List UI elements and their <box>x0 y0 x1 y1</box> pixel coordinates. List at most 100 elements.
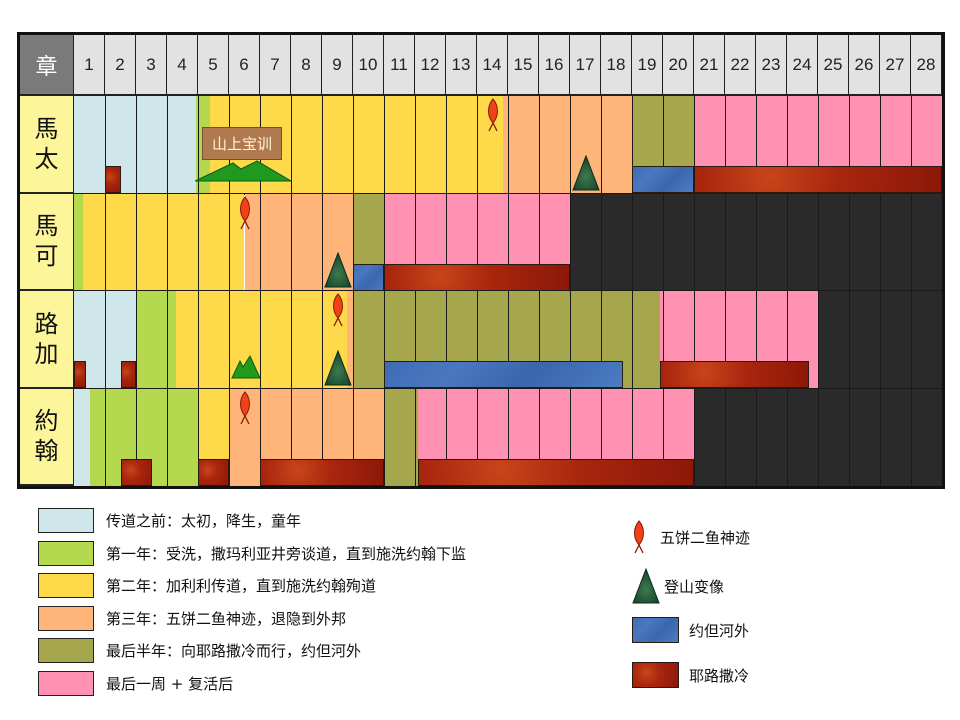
chapter-column-header: 4 <box>167 35 198 96</box>
grid-line <box>880 388 881 486</box>
grid-line <box>725 193 726 291</box>
grid-line <box>105 96 106 194</box>
grid-line <box>663 193 664 291</box>
grid-line <box>291 291 292 389</box>
chapter-column-header: 25 <box>818 35 849 96</box>
grid-line <box>570 193 571 291</box>
grid-line <box>229 193 230 291</box>
legend-label: 第三年：五饼二鱼神迹，退隐到外邦 <box>106 609 347 628</box>
jordan-bar <box>384 361 623 389</box>
grid-line <box>508 291 509 389</box>
legend-swatch <box>38 540 94 566</box>
chapter-column-header: 17 <box>570 35 601 96</box>
period-year2 <box>83 193 245 291</box>
chapter-column-header: 22 <box>725 35 756 96</box>
grid-line <box>756 193 757 291</box>
gospel-label-char: 馬 <box>34 114 59 143</box>
grid-line <box>601 291 602 389</box>
chapter-column-header: 12 <box>415 35 446 96</box>
grid-line <box>136 193 137 291</box>
grid-line <box>818 388 819 486</box>
grid-line <box>849 96 850 194</box>
grid-line <box>756 96 757 194</box>
chapter-column-header: 23 <box>756 35 787 96</box>
jordan-bar <box>632 166 694 194</box>
legend-item-year3: 第三年：五饼二鱼神迹，退隐到外邦 <box>38 605 347 631</box>
grid-line <box>694 291 695 389</box>
chapter-column-header: 26 <box>849 35 880 96</box>
chapter-column-header: 28 <box>911 35 942 96</box>
legend-item-year1: 第一年：受洗，撒玛利亚井旁谈道，直到施洗约翰下监 <box>38 540 467 566</box>
grid-line <box>508 388 509 486</box>
grid-line <box>632 96 633 194</box>
legend-item-last_half: 最后半年：向耶路撒冷而行，约但河外 <box>38 638 362 664</box>
grid-line <box>105 291 106 389</box>
chapter-header: 章 <box>20 35 74 96</box>
grid-line <box>384 388 385 486</box>
legend-label: 最后一周 + 复活后 <box>106 675 234 693</box>
grid-line <box>446 388 447 486</box>
chapter-column-header: 27 <box>880 35 911 96</box>
chapter-column-header: 1 <box>74 35 105 96</box>
grid-line <box>322 291 323 389</box>
legend-label: 最后半年：向耶路撒冷而行，约但河外 <box>106 642 362 661</box>
grid-line <box>818 96 819 194</box>
gospel-label: 馬可 <box>20 193 74 291</box>
grid-line <box>570 96 571 194</box>
grid-line <box>601 388 602 486</box>
chapter-column-header: 11 <box>384 35 415 96</box>
grid-line <box>415 388 416 486</box>
grid-line <box>229 388 230 486</box>
jerusalem-bar <box>198 458 229 486</box>
grid-line <box>849 193 850 291</box>
grid-line <box>756 388 757 486</box>
grid-line <box>198 96 199 194</box>
grid-line <box>105 388 106 486</box>
grid-line <box>818 193 819 291</box>
legend-swatch <box>38 671 94 696</box>
grid-line <box>167 96 168 194</box>
jerusalem-bar <box>105 166 121 194</box>
grid-line <box>477 96 478 194</box>
grid-line <box>384 193 385 291</box>
legend-label: 耶路撒冷 <box>689 666 750 685</box>
grid-line <box>787 96 788 194</box>
grid-line <box>167 291 168 389</box>
legend-label: 五饼二鱼神迹 <box>660 528 751 547</box>
period-year1 <box>136 291 177 389</box>
grid-line <box>167 193 168 291</box>
grid-line <box>911 388 912 486</box>
legend-item-before: 传道之前：太初，降生，童年 <box>38 508 301 533</box>
grid-line <box>601 96 602 194</box>
grid-line <box>725 291 726 389</box>
jerusalem-bar <box>120 361 136 389</box>
grid-line <box>849 388 850 486</box>
grid-line <box>539 96 540 194</box>
legend-item-jerusalem: 耶路撒冷 <box>632 662 749 688</box>
period-year1 <box>74 193 84 291</box>
grid-line <box>291 96 292 194</box>
gospel-label: 約翰 <box>20 388 74 486</box>
grid-line <box>198 291 199 389</box>
grid-line <box>725 96 726 194</box>
gospel-label-char: 路 <box>34 309 59 338</box>
grid-line <box>353 96 354 194</box>
legend-label: 登山变像 <box>664 577 725 596</box>
chapter-column-header: 8 <box>291 35 322 96</box>
jerusalem-bar <box>418 458 694 486</box>
legend-label: 第一年：受洗，撒玛利亚井旁谈道，直到施洗约翰下监 <box>106 544 467 563</box>
jordan-bar <box>353 263 384 291</box>
chapter-column-header: 3 <box>136 35 167 96</box>
mountain-triangle-icon <box>571 154 600 191</box>
fish-icon <box>331 293 345 327</box>
grid-line <box>880 291 881 389</box>
chapter-column-header: 13 <box>446 35 477 96</box>
grid-line <box>880 193 881 291</box>
jordan-bar-icon <box>632 617 679 643</box>
jerusalem-bar <box>120 458 152 486</box>
grid-line <box>136 388 137 486</box>
jerusalem-bar <box>659 361 809 389</box>
grid-line <box>508 96 509 194</box>
grid-line <box>818 291 819 389</box>
